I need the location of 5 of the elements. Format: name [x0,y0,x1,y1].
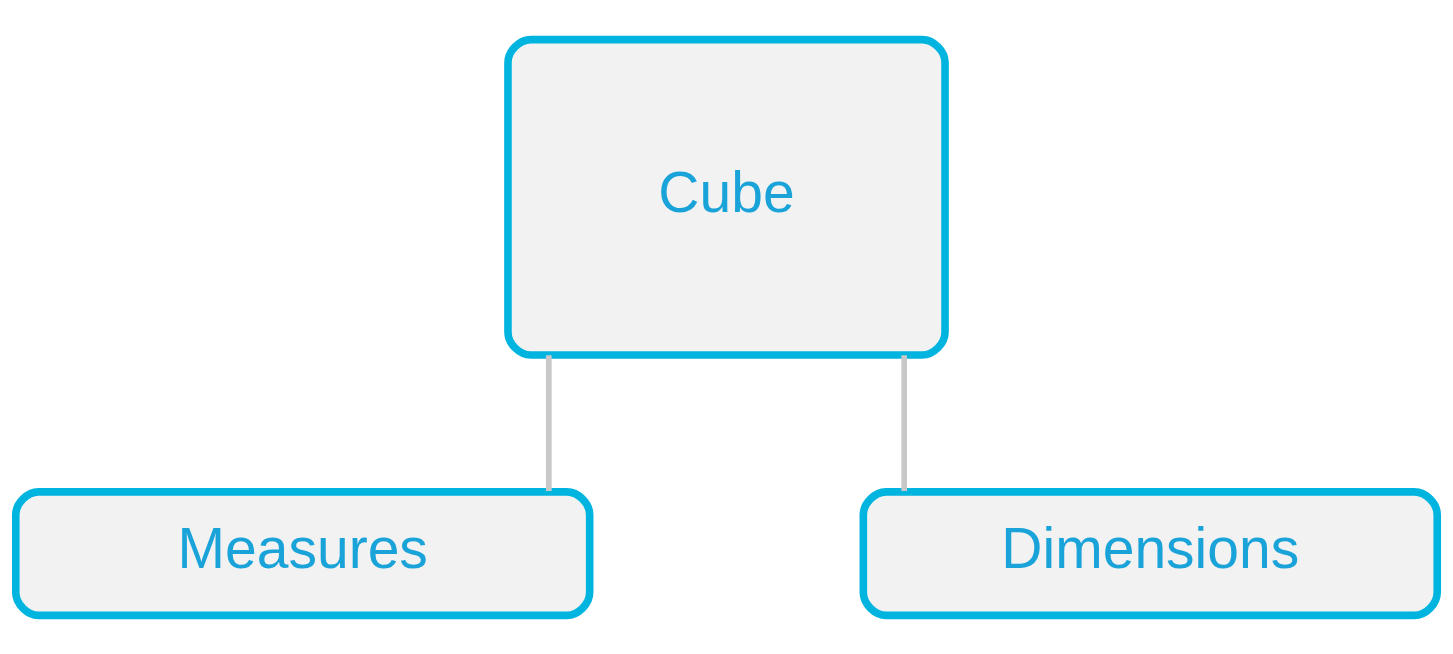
node-box: Cube [504,35,949,359]
connector [545,354,552,491]
node-box: Measures [12,487,594,619]
node-box: Dimensions [859,487,1441,619]
connector [901,354,908,491]
